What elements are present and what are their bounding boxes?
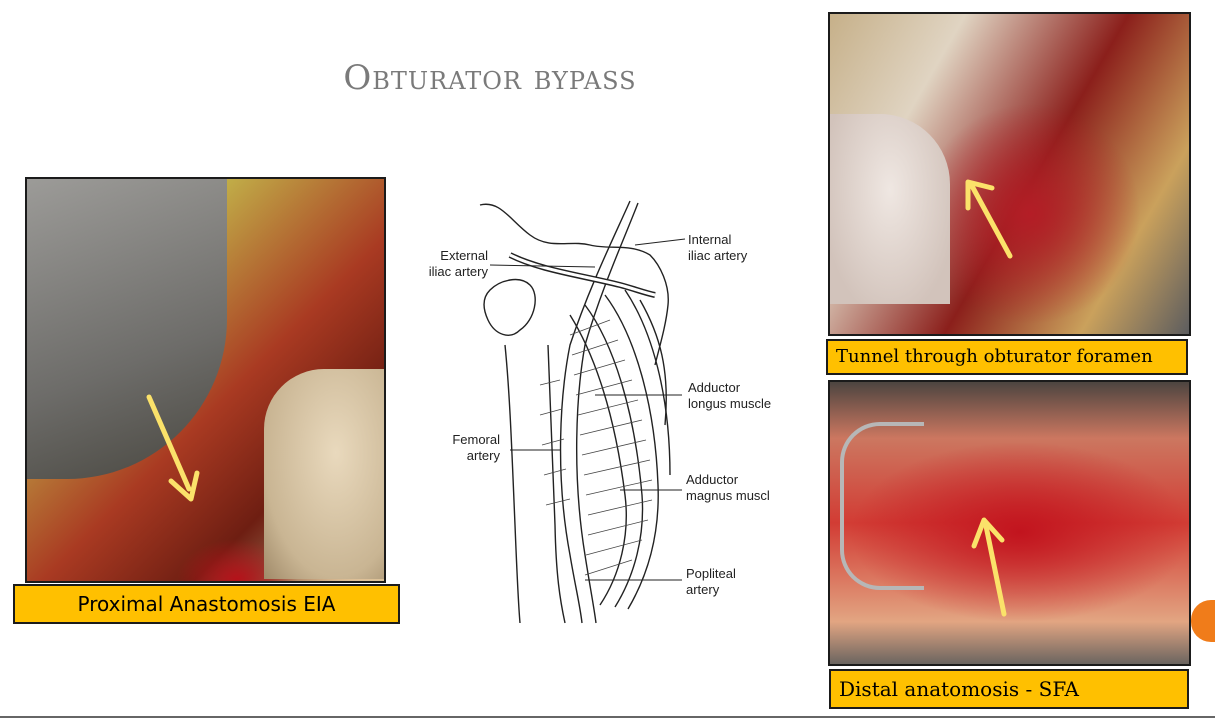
bottom-divider: [0, 716, 1215, 718]
arrow-icon: [965, 179, 1013, 259]
page-title: Obturator bypass: [343, 58, 637, 98]
thigh-anatomy-illustration: [479, 200, 686, 624]
gloved-hand: [830, 114, 950, 304]
gloved-hand: [264, 369, 384, 579]
label-adductor-magnus-muscle: Adductor magnus muscl: [686, 472, 770, 503]
photo-distal-anastomosis: [828, 380, 1191, 666]
caption-obturator-tunnel: Tunnel through obturator foramen: [826, 339, 1188, 375]
caption-proximal-anastomosis: Proximal Anastomosis EIA: [13, 584, 400, 624]
label-femoral-artery: Femoral artery: [452, 432, 500, 463]
arrow-icon: [146, 394, 200, 502]
photo-obturator-tunnel: [828, 12, 1191, 336]
label-popliteal-artery: Popliteal artery: [686, 566, 736, 597]
photo-proximal-anastomosis: [25, 177, 386, 583]
retractor-clamp: [840, 422, 924, 590]
side-tab[interactable]: [1191, 600, 1215, 642]
anatomy-diagram: External iliac artery Internal iliac art…: [420, 195, 800, 625]
arrow-icon: [971, 517, 1007, 617]
caption-distal-anastomosis: Distal anatomosis - SFA: [829, 669, 1189, 709]
label-internal-iliac-artery: Internal iliac artery: [688, 232, 748, 263]
label-external-iliac-artery: External iliac artery: [428, 248, 488, 279]
label-adductor-longus-muscle: Adductor longus muscle: [688, 380, 772, 411]
